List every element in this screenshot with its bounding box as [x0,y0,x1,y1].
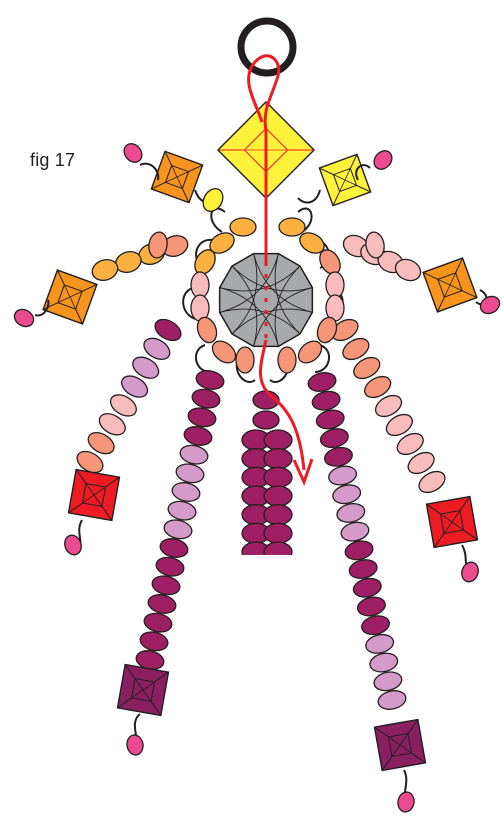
tip-bead-bottom-left [125,734,144,756]
right-middle-bead [348,557,379,581]
left-middle-bead [190,387,221,410]
column-right-bead [264,486,292,506]
left-middle-bead [146,592,177,615]
right-middle-bead [319,426,350,450]
right-middle-bead [331,482,362,506]
left-middle-bead [138,630,169,653]
tip-bead-mid-right [477,293,502,317]
right-middle-bead [315,408,346,432]
crystal-lower-left [69,470,120,521]
column-right-bead [264,449,292,469]
right-middle-bead [306,370,337,394]
column-crop [236,555,298,571]
left-middle-bead [158,536,189,559]
right-middle-bead [372,669,403,693]
ring-circle [241,21,293,73]
tip-bead-bottom-right [396,791,415,813]
left-middle-bead [178,443,209,466]
tip-bead-upper-right [370,147,395,173]
ring-bead [191,272,209,298]
left-middle-bead [170,480,201,503]
ring-bead [326,272,344,298]
right-middle-bead [376,688,407,712]
crystal-bottom-left [118,665,169,716]
left-middle-bead [162,518,193,541]
thread-loop [211,209,225,232]
crystal-mid-left [43,270,97,324]
left-middle-bead [154,555,185,578]
tip-bead-upper-left [120,140,145,166]
crystal-mid-right [423,258,477,312]
left-middle-bead [142,611,173,634]
ring-bead [236,347,254,373]
left-middle-bead [186,406,217,429]
left-middle-bead [166,499,197,522]
crystal-bottom-right [375,720,426,771]
jump-ring [241,21,293,73]
column-right-bead [264,523,292,543]
right-middle-bead [352,576,383,600]
left-middle-bead [174,462,205,485]
ring-bead [230,218,256,236]
right-middle-bead [327,464,358,488]
crystal-upper-right [319,154,370,205]
arm-left [89,232,190,283]
column-top-bead [253,411,279,429]
right-middle-bead [323,445,354,469]
column-right-bead [264,467,292,487]
ring-bead [278,347,296,373]
left-middle-bead [150,574,181,597]
right-middle-bead [311,389,342,413]
left-middle-bead [194,368,225,391]
thread-loop [298,190,320,203]
ring-bead [279,218,305,236]
strand-left-middle [134,368,225,671]
strand-left-outer [73,315,184,477]
right-middle-bead [368,651,399,675]
right-middle-bead [339,520,370,544]
column-right-bead [264,505,292,525]
column-right-bead [264,430,292,450]
tip-bead-lower-right [459,560,481,584]
right-middle-bead [335,501,366,525]
right-middle-bead [356,595,387,619]
right-middle-bead [364,632,395,656]
right-middle-bead [360,613,391,637]
crystal-lower-right [427,497,478,548]
tip-bead-mid-left [11,306,36,330]
left-middle-bead [182,424,213,447]
right-middle-bead [343,539,374,563]
thread-loop [196,345,210,372]
